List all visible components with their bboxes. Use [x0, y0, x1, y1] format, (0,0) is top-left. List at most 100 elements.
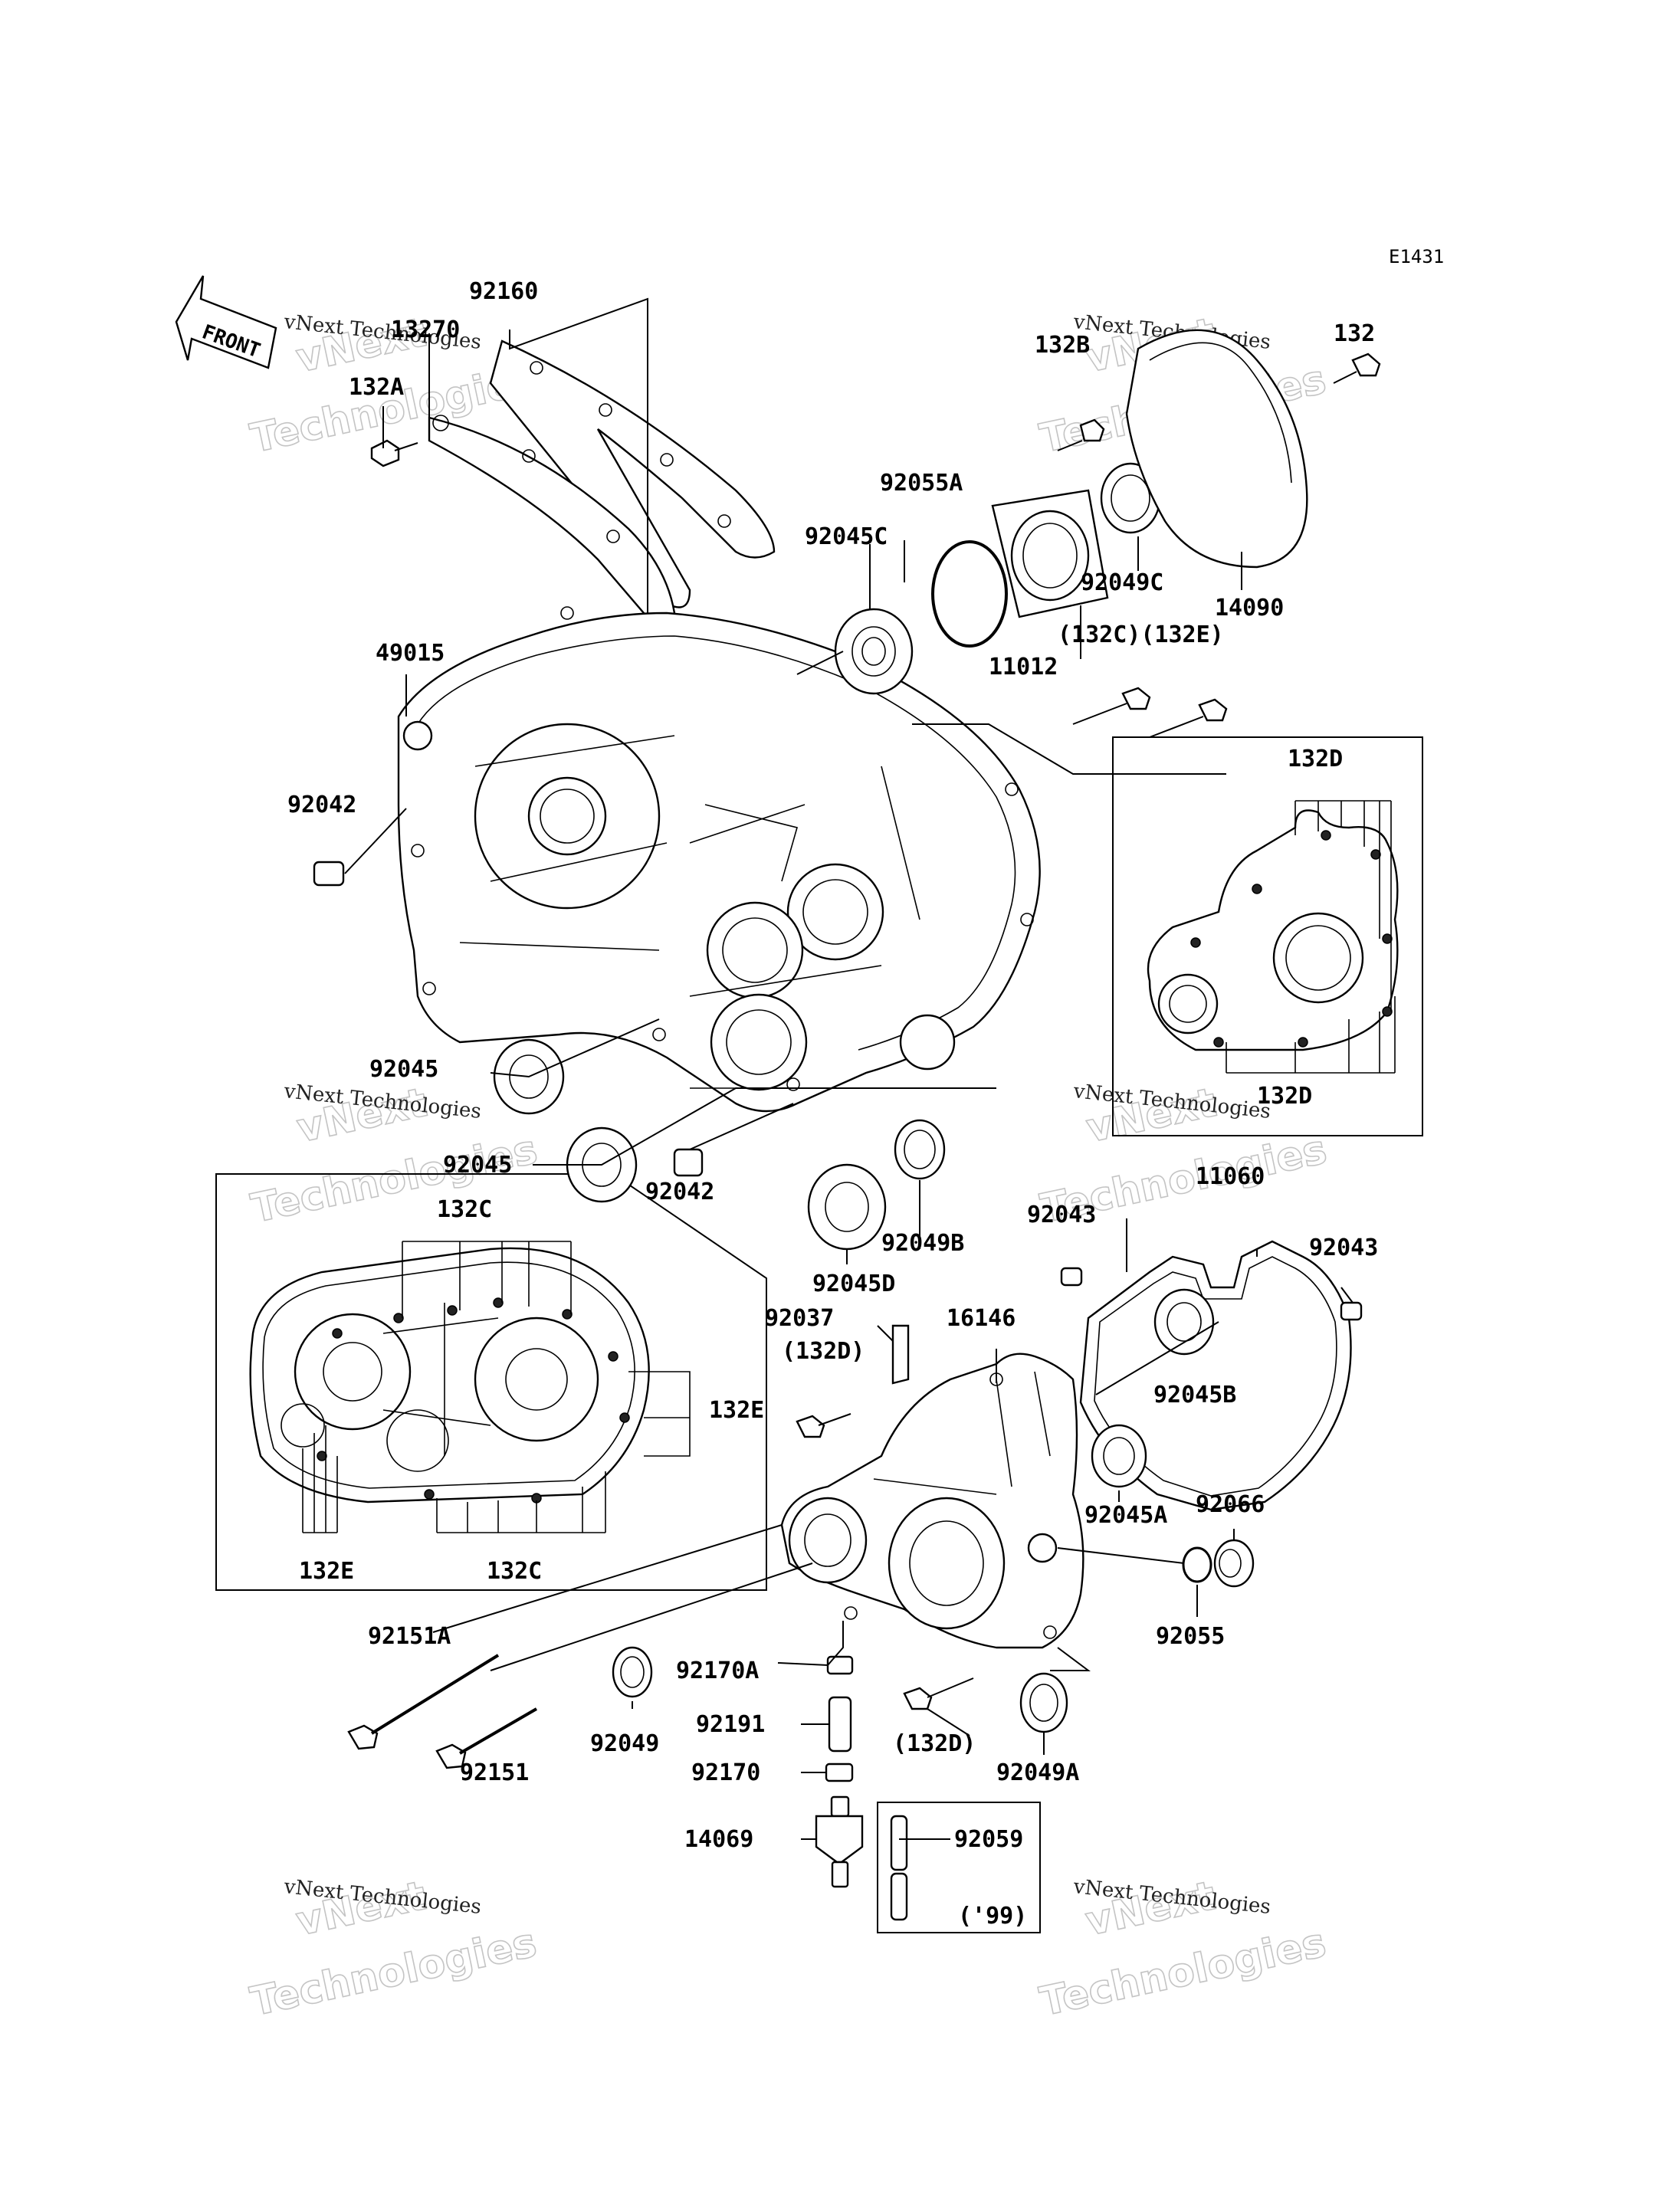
label-132D-bottom: 132D [1257, 1083, 1312, 1110]
bolt-132D-a-icon [796, 1413, 851, 1438]
leader-132C-bottom-group [436, 1471, 606, 1533]
label-132E-bottom: 132E [299, 1558, 354, 1585]
leader-lines [344, 297, 1354, 1840]
bearing-92045A-icon [1091, 1424, 1147, 1488]
label-92066: 92066 [1196, 1491, 1265, 1518]
label-92042-bottom: 92042 [645, 1179, 714, 1205]
label-92160: 92160 [469, 278, 538, 305]
dowel-92042-bottom-icon [673, 1148, 704, 1177]
bracket-92037-icon [891, 1324, 910, 1385]
label-92045C: 92045C [805, 523, 888, 550]
inset-box-cover [1112, 736, 1423, 1136]
crankcase-49015 [397, 606, 1041, 1113]
bolt-132D-b-icon [903, 1677, 974, 1710]
label-92043-left: 92043 [1027, 1202, 1096, 1228]
label-92037: 92037 [765, 1305, 834, 1332]
dowel-92043-left-icon [1060, 1267, 1083, 1287]
label-132: 132 [1334, 320, 1375, 347]
leader-132E-right-group [628, 1371, 691, 1457]
o-ring-92055A-icon [931, 540, 1008, 648]
label-92045-a: 92045 [369, 1056, 438, 1083]
watermark-bottom-right: vNext Technologies [1035, 1872, 1331, 2026]
label-92055A: 92055A [880, 470, 963, 497]
clamp-92170A-icon [826, 1655, 854, 1675]
label-49015: 49015 [376, 640, 445, 667]
bolts-132C-132E-icon [1072, 687, 1228, 738]
clutch-cover [249, 1247, 650, 1503]
part-labels: 92160 13270 132A 132B 132 92055A 92045C … [287, 278, 1378, 1930]
label-92045A: 92045A [1084, 1502, 1167, 1529]
label-132E-right: 132E [709, 1397, 764, 1424]
label-132A: 132A [349, 374, 404, 401]
clamp-92170-icon [825, 1763, 854, 1782]
label-92043-right: 92043 [1309, 1235, 1378, 1261]
label-16146: 16146 [947, 1305, 1016, 1332]
label-132C-132E: (132C)(132E) [1058, 621, 1224, 648]
seal-92049A-icon [1019, 1672, 1068, 1733]
watermark-bottom-left: vNext Technologies [246, 1872, 541, 2026]
diagram-code: E1431 [1389, 246, 1444, 267]
label-92049: 92049 [590, 1730, 659, 1757]
crankcase-cover-16146 [780, 1353, 1084, 1649]
label-132B: 132B [1035, 332, 1090, 359]
svg-text:Technologies: Technologies [248, 1126, 541, 1232]
bolt-132B-icon [1057, 418, 1105, 451]
bolt-132-icon [1333, 353, 1381, 384]
label-13270: 13270 [391, 316, 460, 343]
label-92151: 92151 [460, 1759, 529, 1786]
inset-box-clutch-cover [215, 1173, 767, 1591]
generator-cover [1147, 809, 1399, 1051]
seal-92049B-icon [894, 1119, 946, 1180]
label-132D-top: 132D [1288, 746, 1343, 772]
leader-132D-bottom-group [1226, 996, 1396, 1073]
inset-box-99 [877, 1802, 1041, 1933]
bolt-132A-icon [370, 439, 418, 467]
plate-13270 [428, 415, 676, 622]
label-92045B: 92045B [1153, 1382, 1236, 1408]
filter-14069-icon [815, 1795, 864, 1888]
leader-132C-top-group [402, 1241, 572, 1318]
label-92049A: 92049A [996, 1759, 1079, 1786]
o-ring-92055-icon [1182, 1546, 1212, 1583]
bearing-92045C-icon [834, 608, 914, 695]
bearing-housing-11012 [991, 489, 1109, 618]
dowel-92043-right-icon [1340, 1301, 1363, 1321]
label-14090: 14090 [1215, 595, 1284, 621]
bolt-92151-icon [435, 1707, 538, 1769]
bearing-92045B-icon [1153, 1288, 1215, 1356]
label-92049C: 92049C [1081, 569, 1163, 596]
cover-14090 [1125, 329, 1308, 569]
label-132D-paren-b: (132D) [893, 1730, 976, 1757]
label-132D-paren-a: (132D) [782, 1338, 865, 1365]
label-92049B: 92049B [881, 1230, 964, 1257]
svg-text:Technologies: Technologies [247, 1920, 540, 2025]
svg-text:Technologies: Technologies [1036, 1920, 1330, 2025]
label-92059: 92059 [954, 1826, 1023, 1853]
label-year-99: ('99) [958, 1903, 1027, 1930]
label-132C-bottom: 132C [487, 1558, 542, 1585]
label-92045D: 92045D [812, 1271, 895, 1297]
leader-132D-top-group [1294, 801, 1392, 1012]
plug-92066-icon [1213, 1539, 1255, 1588]
label-92151A: 92151A [368, 1623, 451, 1650]
label-92191: 92191 [696, 1711, 765, 1738]
label-92042-top: 92042 [287, 792, 356, 818]
dowel-92042-top-icon [313, 861, 345, 887]
label-11012: 11012 [989, 654, 1058, 680]
hose-92191-icon [828, 1696, 852, 1753]
bolt-92151A-icon [347, 1654, 500, 1750]
label-11060: 11060 [1196, 1163, 1265, 1190]
label-132C-top: 132C [437, 1196, 492, 1223]
leader-132E-bottom-group [302, 1425, 338, 1533]
label-92170: 92170 [691, 1759, 760, 1786]
gasket-92160 [489, 339, 776, 608]
seal-92049-icon [612, 1646, 653, 1698]
label-92170A: 92170A [676, 1658, 759, 1684]
label-92055: 92055 [1156, 1623, 1225, 1650]
bearing-92045D-icon [807, 1163, 887, 1251]
front-arrow-icon: FRONT [175, 275, 277, 369]
label-92045-b: 92045 [443, 1152, 512, 1179]
pipe-92059-icon [890, 1815, 908, 1921]
